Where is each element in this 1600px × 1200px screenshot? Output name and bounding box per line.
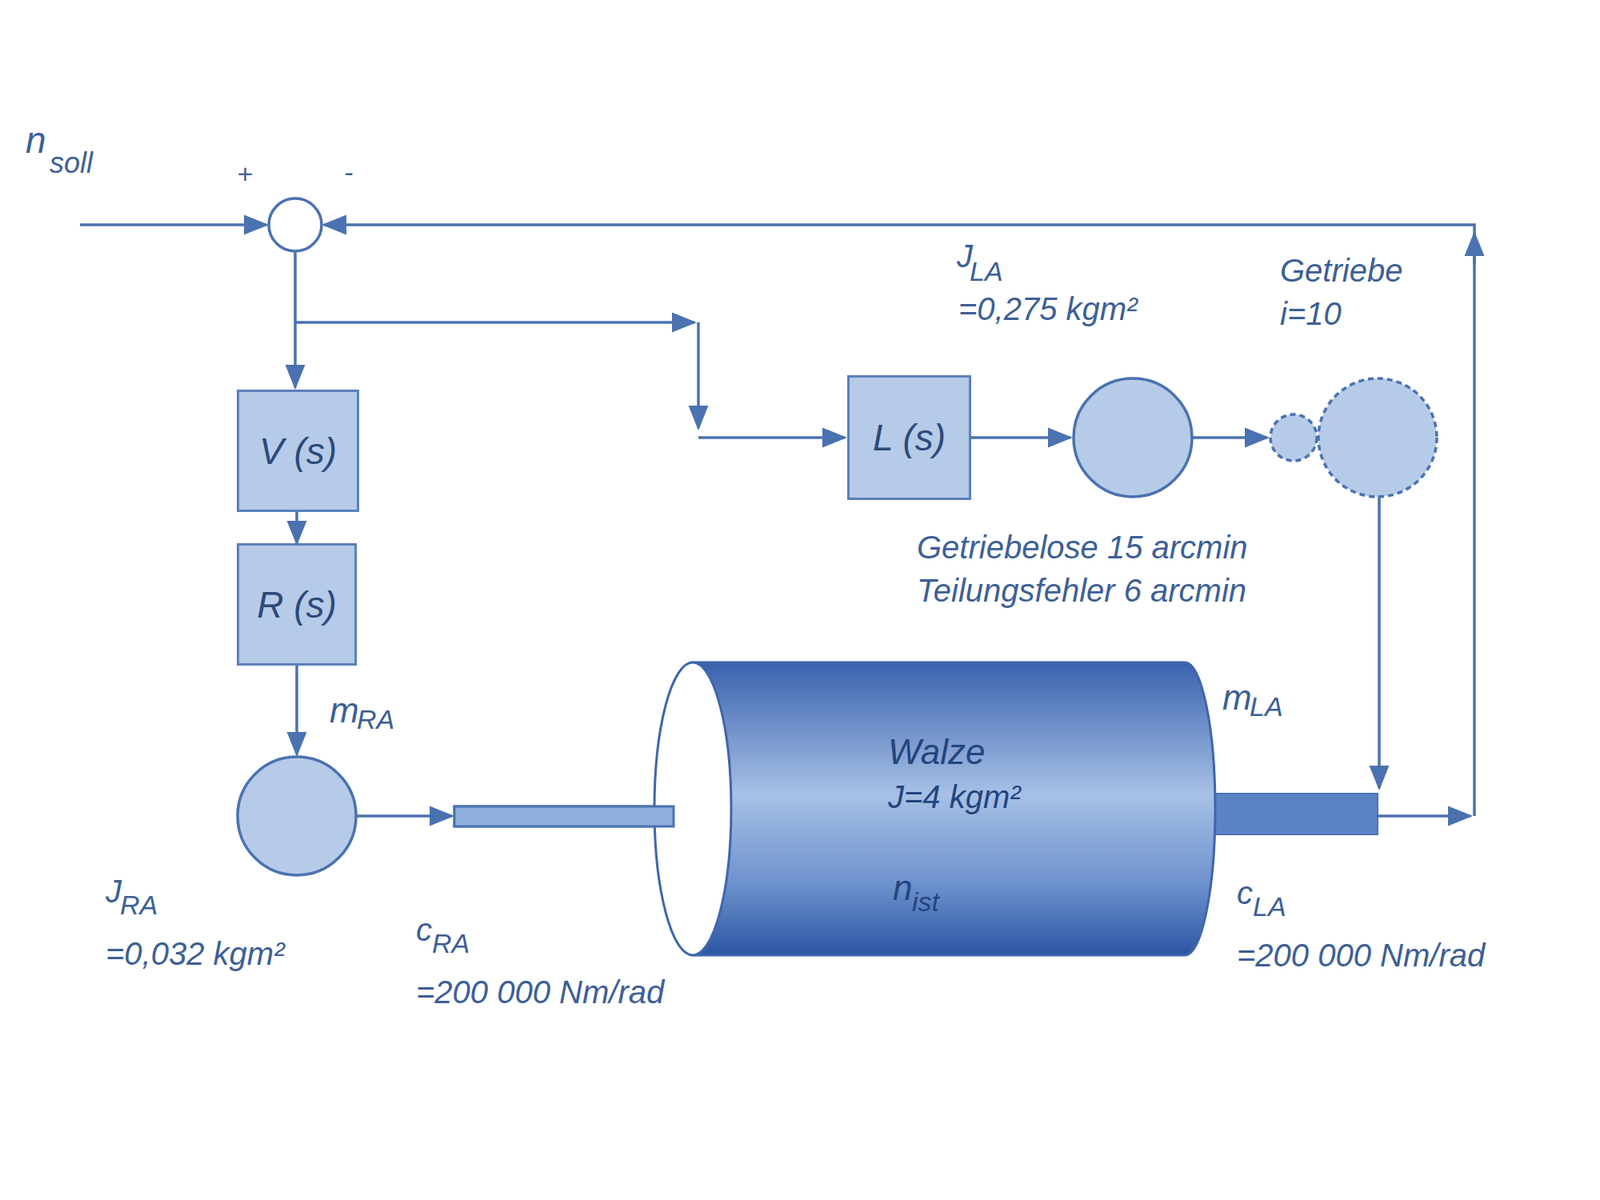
label-text: Teilungsfehler 6 arcmin [916, 574, 1247, 607]
branch-line [295, 320, 695, 324]
node-text: n [892, 870, 912, 906]
label-text: c [416, 913, 432, 946]
label-text: =200 000 Nm/rad [1236, 939, 1485, 972]
speed-output-line [1377, 814, 1471, 818]
to-l-line [698, 436, 845, 440]
label-text: RA [356, 705, 395, 733]
label-text: J [105, 875, 122, 908]
node-text: ist [912, 888, 940, 916]
gear-wheel [1318, 378, 1437, 497]
shaft-ra [454, 806, 674, 827]
roller-cylinder: WalzeJ=4 kgm² nist [652, 660, 1213, 957]
gear-output-line [1377, 496, 1381, 788]
label-text: m [1222, 680, 1252, 716]
torque-line-ra [295, 665, 299, 755]
label-text: RA [120, 891, 158, 919]
label-text: =0,032 kgm² [105, 937, 284, 970]
label-text: LA [1249, 692, 1284, 720]
gear-pinion [1270, 414, 1317, 461]
label-text: =0,275 kgm² [958, 292, 1137, 325]
label-text: n [25, 121, 47, 159]
node-text: J=4 kgm² [888, 780, 1021, 813]
label-text: Getriebelose 15 arcmin [916, 531, 1248, 564]
motor-shaft-line [356, 814, 452, 818]
node-text: Walze [888, 734, 985, 770]
label-text: soll [49, 148, 93, 178]
label-text: LA [969, 257, 1004, 285]
branch-line-2 [696, 322, 700, 428]
label-text: Getriebe [1280, 254, 1403, 287]
label-text: LA [1252, 892, 1287, 920]
label-text: i=10 [1280, 297, 1342, 330]
label-text: =200 000 Nm/rad [416, 976, 664, 1008]
label-text: + [236, 160, 253, 188]
label-text: RA [432, 929, 470, 957]
node-text: V (s) [259, 429, 337, 473]
label-text: m [329, 692, 360, 728]
label-text: c [1236, 876, 1253, 909]
transfer-block: L (s) [847, 375, 972, 500]
shaft-la [1200, 793, 1378, 835]
signal-arrow [295, 512, 299, 544]
label-text: - [344, 158, 353, 186]
error-line [293, 251, 297, 388]
transfer-block: R (s) [236, 543, 357, 666]
node-text: L (s) [872, 416, 946, 460]
motor-ra [237, 756, 356, 876]
summing-junction [268, 198, 322, 252]
input-line [80, 223, 267, 227]
torque-line-la [971, 436, 1071, 440]
feedback-arrow [1472, 233, 1476, 264]
node-text: R (s) [256, 583, 337, 627]
motor-la [1073, 378, 1192, 497]
transfer-block: V (s) [236, 389, 360, 512]
motor-to-gear-line [1192, 436, 1268, 440]
